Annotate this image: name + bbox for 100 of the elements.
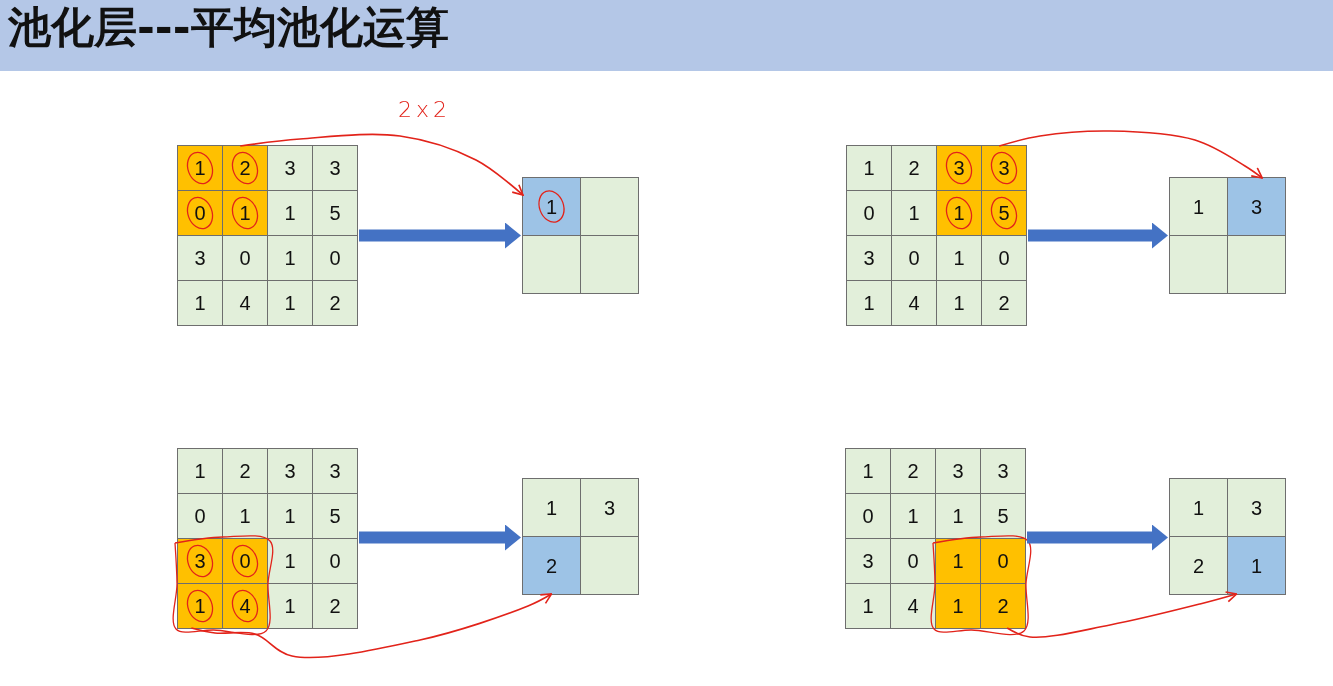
cell-value: 2 [998, 293, 1010, 313]
grid-cell [891, 449, 935, 493]
cell-value: 4 [239, 293, 251, 313]
grid-cell [847, 236, 891, 280]
curved-arrow [190, 593, 553, 659]
grid-cell [313, 281, 357, 325]
grid-cell [937, 236, 981, 280]
cell-value: 1 [863, 293, 875, 313]
pooling-window [936, 539, 1025, 628]
page-title: 池化层---平均池化运算 [8, 2, 449, 54]
grid-cell [523, 479, 580, 536]
grid-cell [178, 191, 222, 235]
block-arrow [359, 524, 521, 551]
cell-value: 2 [329, 596, 341, 616]
cell-value: 1 [1192, 497, 1205, 518]
grid-cell [892, 146, 936, 190]
cell-value: 2 [239, 158, 251, 178]
grid-cell [892, 236, 936, 280]
cell-value: 4 [908, 293, 920, 313]
cell-value: 2 [997, 596, 1009, 616]
cell-value: 1 [284, 203, 296, 223]
grid-cell [268, 236, 312, 280]
matrix-grid [522, 177, 639, 294]
grid-cell [1170, 479, 1227, 536]
cell-value: 0 [908, 248, 920, 268]
grid-cell [268, 281, 312, 325]
grid-cell [223, 584, 267, 628]
cell-value: 2 [239, 461, 251, 481]
cell-value: 4 [907, 596, 919, 616]
cell-value: 1 [1250, 555, 1263, 576]
cell-value: 3 [998, 158, 1010, 178]
grid-cell [178, 236, 222, 280]
cell-value: 5 [329, 203, 341, 223]
block-arrow [1027, 524, 1168, 551]
grid-cell [937, 146, 981, 190]
handwritten-note: 2x2 [398, 99, 451, 121]
cell-value: 3 [862, 551, 874, 571]
cell-value: 1 [545, 497, 558, 518]
cell-value: 1 [284, 293, 296, 313]
cell-value: 1 [862, 596, 874, 616]
grid-cell [223, 281, 267, 325]
grid-cell [223, 449, 267, 493]
cell-value: 3 [1250, 497, 1263, 518]
cell-value: 2 [907, 461, 919, 481]
cell-value: 5 [997, 506, 1009, 526]
cell-value: 1 [284, 506, 296, 526]
grid-cell [313, 449, 357, 493]
grid-cell [268, 146, 312, 190]
grid-cell [937, 281, 981, 325]
grid-cell [847, 146, 891, 190]
cell-value: 1 [239, 203, 251, 223]
cell-value: 1 [1192, 196, 1205, 217]
grid-cell [268, 539, 312, 583]
cell-value: 1 [908, 203, 920, 223]
grid-cell [313, 584, 357, 628]
grid-cell [581, 479, 638, 536]
grid-cell [523, 537, 580, 594]
grid-cell [1170, 537, 1227, 594]
grid-cell [178, 494, 222, 538]
grid-cell [891, 539, 935, 583]
matrix-grid [522, 478, 639, 595]
grid-cell [937, 191, 981, 235]
grid-cell [982, 281, 1026, 325]
cell-value: 3 [329, 461, 341, 481]
cell-value: 1 [194, 596, 206, 616]
grid-cell [523, 178, 580, 235]
cell-value: 5 [998, 203, 1010, 223]
cell-value: 2 [329, 293, 341, 313]
cell-value: 1 [284, 551, 296, 571]
cell-value: 1 [953, 293, 965, 313]
curved-arrow [998, 130, 1263, 179]
cell-value: 3 [284, 158, 296, 178]
cell-value: 2 [1192, 555, 1205, 576]
cell-value: 0 [239, 248, 251, 268]
grid-cell [1228, 479, 1285, 536]
matrix-grid [1169, 478, 1286, 595]
matrix-grid [845, 448, 1026, 629]
curved-arrow [239, 133, 524, 196]
cell-value: 1 [194, 293, 206, 313]
grid-cell [178, 146, 222, 190]
cell-value: 0 [329, 248, 341, 268]
cell-value: 1 [952, 551, 964, 571]
cell-value: 5 [329, 506, 341, 526]
grid-cell [1228, 537, 1285, 594]
grid-cell [936, 584, 980, 628]
cell-value: 3 [997, 461, 1009, 481]
cell-value: 2 [545, 555, 558, 576]
cell-value: 1 [907, 506, 919, 526]
grid-cell [178, 281, 222, 325]
cell-value: 0 [862, 506, 874, 526]
grid-cell [313, 236, 357, 280]
cell-value: 1 [239, 506, 251, 526]
grid-cell [1170, 178, 1227, 235]
grid-cell [268, 191, 312, 235]
grid-cell [178, 449, 222, 493]
grid-cell [268, 584, 312, 628]
grid-cell [981, 539, 1025, 583]
grid-cell [223, 236, 267, 280]
cell-value: 0 [907, 551, 919, 571]
cell-value: 3 [863, 248, 875, 268]
